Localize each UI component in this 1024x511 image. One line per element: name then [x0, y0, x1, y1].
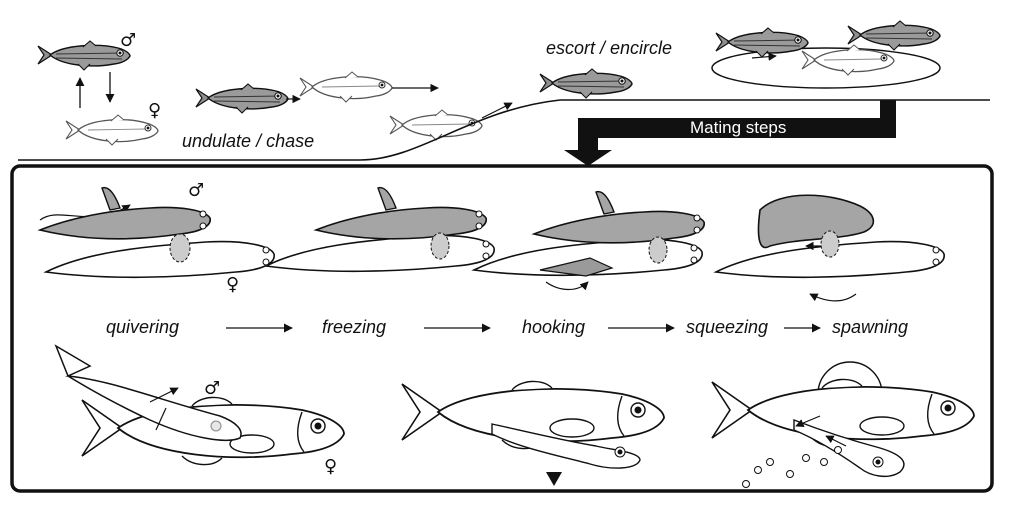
step-label-quivering: quivering: [106, 317, 179, 337]
side-view-quivering: ♂ ♀: [54, 344, 345, 477]
side-view-spawning: [711, 361, 975, 488]
step-label-spawning: spawning: [832, 317, 908, 337]
fin-outline: [430, 232, 450, 260]
fin-outline: [648, 236, 668, 264]
quivering-illustration: ♂ ♀: [39, 180, 275, 295]
fin-outline: [169, 233, 191, 263]
step-label-freezing: freezing: [322, 317, 386, 337]
pointer-triangle: [546, 472, 562, 486]
female-fish-start: [65, 114, 159, 146]
progress-line: [18, 99, 990, 161]
hooking-illustration: [473, 190, 706, 291]
freezing-illustration: [265, 186, 495, 273]
male-top-view: [757, 194, 875, 249]
female-symbol: ♀: [148, 100, 161, 121]
mating-steps-banner: Mating steps: [564, 100, 896, 166]
hook-fin: [539, 257, 614, 277]
banner-arrow: [564, 100, 896, 166]
male-fish-start: [37, 40, 131, 71]
male-symbol: ♂: [120, 30, 136, 51]
male-symbol-panel: ♂: [188, 180, 204, 201]
step-label-squeezing: squeezing: [686, 317, 768, 337]
rise-arrow: [481, 102, 513, 119]
motion-arrow: [149, 387, 179, 403]
banner-label: Mating steps: [690, 118, 786, 137]
male-fish-escort: [539, 68, 633, 99]
encircle-arrow: [751, 52, 777, 61]
fin-outline: [820, 230, 840, 258]
hook-arrow: [545, 281, 589, 291]
female-fish-chase: [299, 71, 393, 103]
courtship-sequence: ♂ ♀ undulate / chase escort / encircle: [18, 20, 990, 161]
male-fish-encircle-2: [847, 20, 941, 51]
undulate-chase-label: undulate / chase: [182, 131, 314, 151]
squeezing-illustration: [715, 194, 945, 302]
female-symbol-bottom: ♀: [324, 456, 337, 477]
side-view-hooking: [401, 380, 665, 486]
escort-encircle-label: escort / encircle: [546, 38, 672, 58]
squeeze-arrow-2: [809, 293, 857, 302]
motion-line: [155, 407, 167, 431]
female-symbol-panel: ♀: [226, 274, 239, 295]
male-fish-chase: [195, 83, 289, 114]
step-label-hooking: hooking: [522, 317, 585, 337]
male-side-view: [491, 423, 641, 469]
egg-dots: [742, 446, 842, 488]
spawn-arrow-2: [825, 435, 847, 447]
spawn-arrow: [795, 415, 821, 427]
male-symbol-bottom: ♂: [204, 378, 220, 399]
male-side-view: [54, 344, 242, 441]
eye: [210, 420, 222, 432]
